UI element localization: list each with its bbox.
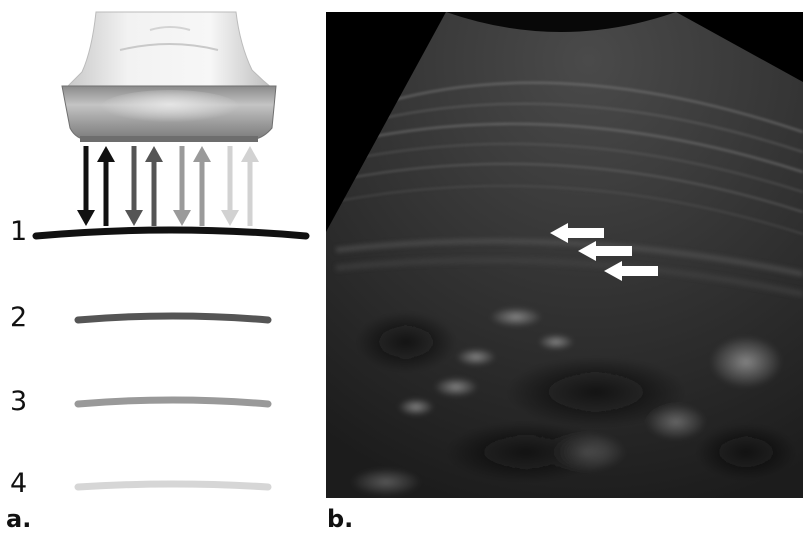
reflector-line-4 [78,484,268,487]
reflector-line-3 [78,400,268,404]
reflector-line-1 [36,230,306,236]
depth-level-3: 3 [10,386,27,417]
echo-arrows [77,146,259,226]
depth-level-1: 1 [10,216,27,247]
ultrasound-image [326,12,803,498]
panel-label-a: a. [6,505,31,533]
up-arrow-4 [241,146,259,226]
diagram-panel-a: 1 2 3 4 [0,0,320,532]
ultrasound-scan [326,12,803,498]
down-arrow-3 [173,146,191,226]
up-arrow-2 [145,146,163,226]
transducer-probe [62,12,276,142]
depth-level-2: 2 [10,302,27,333]
transducer-diagram [0,0,320,532]
down-arrow-1 [77,146,95,226]
depth-level-4: 4 [10,468,27,499]
down-arrow-4 [221,146,239,226]
up-arrow-1 [97,146,115,226]
up-arrow-3 [193,146,211,226]
reflector-line-2 [78,316,268,320]
panel-label-b: b. [327,505,353,533]
down-arrow-2 [125,146,143,226]
